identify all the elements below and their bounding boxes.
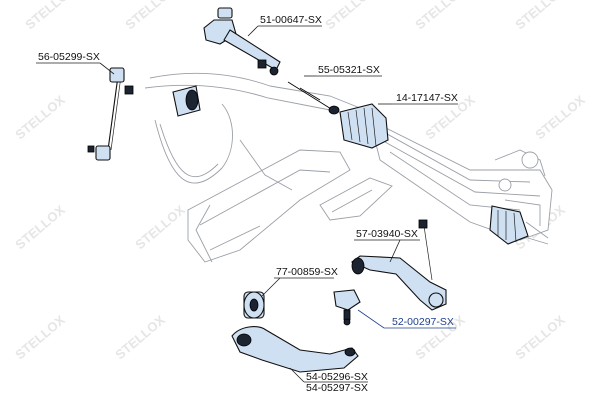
- watermark-text: STELLOX: [322, 0, 378, 32]
- watermark-text: STELLOX: [112, 312, 168, 362]
- watermark-text: STELLOX: [12, 312, 68, 362]
- label-54-05297: 54-05297-SX: [306, 382, 368, 394]
- upper-control-arm: [350, 219, 447, 311]
- lower-control-arm: [231, 326, 359, 373]
- silent-block: [243, 291, 265, 319]
- label-54-05296: 54-05296-SX: [306, 371, 368, 383]
- subframe-outline: [144, 72, 393, 263]
- watermark-text: STELLOX: [12, 202, 68, 252]
- steering-rack: [339, 103, 553, 245]
- watermark-text: STELLOX: [412, 0, 468, 32]
- label-51-00647: 51-00647-SX: [260, 14, 322, 26]
- watermark-text: STELLOX: [122, 0, 178, 32]
- label-52-00297: 52-00297-SX: [392, 316, 454, 328]
- tie-rod-end: [203, 7, 281, 76]
- label-55-05321: 55-05321-SX: [318, 64, 380, 76]
- watermark-text: STELLOX: [512, 0, 568, 32]
- watermark-text: STELLOX: [532, 92, 588, 142]
- stabilizer-link: [87, 67, 134, 161]
- label-14-17147: 14-17147-SX: [396, 92, 458, 104]
- label-57-03940: 57-03940-SX: [356, 228, 418, 240]
- label-77-00859: 77-00859-SX: [276, 266, 338, 278]
- stabilizer-bushing: [172, 85, 201, 117]
- label-56-05299: 56-05299-SX: [38, 51, 100, 63]
- inner-tie-rod: [287, 81, 340, 115]
- ball-joint: [333, 289, 361, 326]
- watermark-text: STELLOX: [22, 0, 78, 32]
- watermark-text: STELLOX: [512, 312, 568, 362]
- watermark-text: STELLOX: [132, 202, 188, 252]
- watermark-text: STELLOX: [12, 92, 68, 142]
- callout-labels: 51-00647-SX 56-05299-SX 55-05321-SX 14-1…: [36, 14, 458, 394]
